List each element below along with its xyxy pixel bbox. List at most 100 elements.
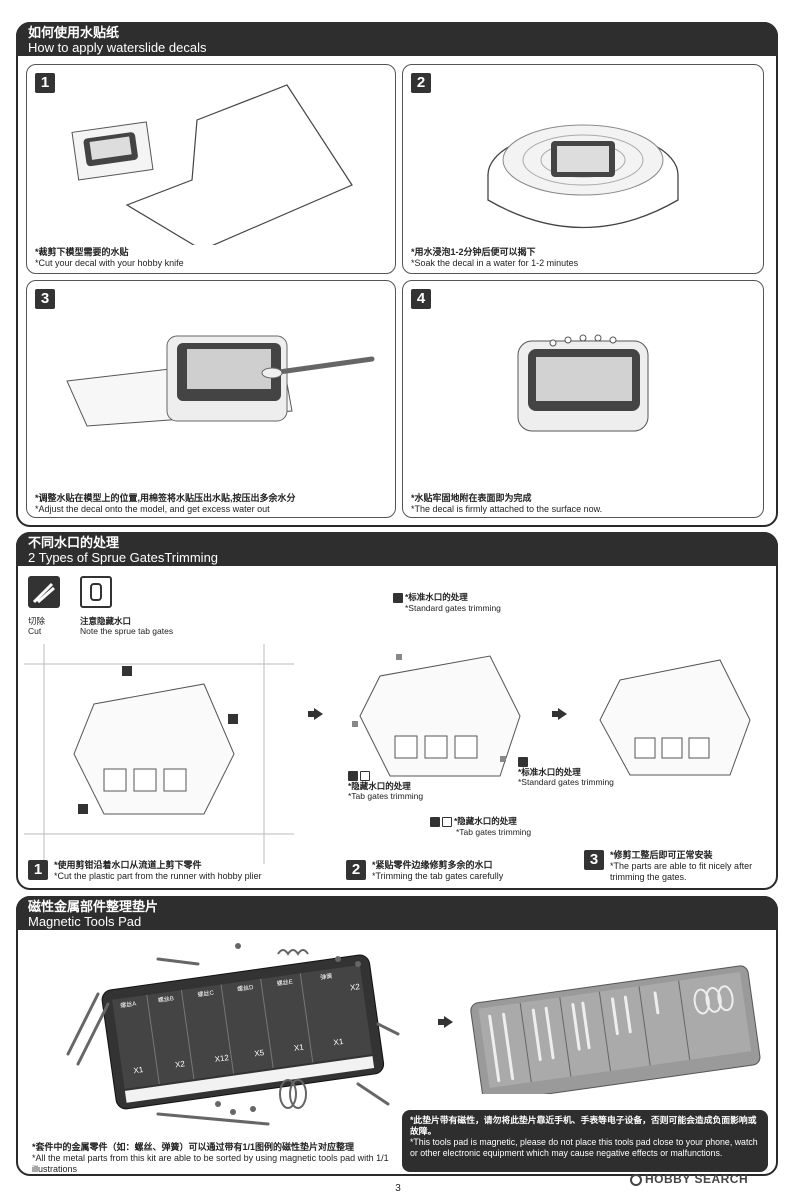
note-label-zh: 注意隐藏水口 bbox=[80, 616, 132, 626]
dashboard-finished-illustration bbox=[517, 334, 649, 432]
pad-label: X2 bbox=[174, 1059, 186, 1070]
step-number-badge: 3 bbox=[35, 289, 55, 309]
tab-zh: *隐藏水口的处理 bbox=[454, 816, 517, 826]
sorted-pad-illustration bbox=[470, 965, 761, 1094]
hobby-search-watermark: HOBBY SEARCH bbox=[630, 1172, 748, 1186]
magnetic-pad-illustration bbox=[66, 943, 400, 1126]
caption-en: *Cut your decal with your hobby knife bbox=[35, 258, 184, 268]
pad-label: X12 bbox=[214, 1053, 230, 1064]
step-number-badge: 4 bbox=[411, 289, 431, 309]
cut-mini-icon bbox=[430, 816, 440, 827]
cut-label: 切除 Cut bbox=[28, 616, 45, 636]
note-label: 注意隐藏水口 Note the sprue tab gates bbox=[80, 616, 173, 636]
caption-zh: *紧贴零件边缘修剪多余的水口 bbox=[372, 860, 493, 870]
decal-step-1-caption: *裁剪下模型需要的水贴 *Cut your decal with your ho… bbox=[35, 247, 184, 269]
water-bowl-illustration bbox=[487, 124, 679, 229]
pad-label: 螺丝E bbox=[276, 979, 294, 988]
finished-part-illustration bbox=[599, 659, 751, 776]
decals-title-en: How to apply waterslide decals bbox=[28, 40, 207, 55]
standard-gate-label-right: *标准水口的处理 *Standard gates trimming bbox=[518, 756, 614, 787]
caption-en: *All the metal parts from this kit are a… bbox=[32, 1153, 389, 1174]
standard-gate-label-top: *标准水口的处理 *Standard gates trimming bbox=[393, 592, 501, 613]
decal-step-2-caption: *用水浸泡1-2分钟后便可以揭下 *Soak the decal in a wa… bbox=[411, 247, 578, 269]
pad-label: X2 bbox=[349, 982, 361, 993]
page-number: 3 bbox=[395, 1183, 401, 1194]
step-number-badge: 2 bbox=[411, 73, 431, 93]
decal-cut-illustration bbox=[71, 84, 353, 245]
pad-label: X5 bbox=[253, 1048, 265, 1059]
step-arrow-icon bbox=[438, 1016, 453, 1028]
step-arrow-icon bbox=[552, 708, 567, 720]
pad-label: 弹簧 bbox=[320, 973, 333, 982]
cut-tool-icon bbox=[28, 576, 60, 608]
sprue-title-en: 2 Types of Sprue GatesTrimming bbox=[28, 550, 219, 565]
caption-zh: *裁剪下模型需要的水贴 bbox=[35, 247, 129, 257]
trimmed-part-illustration bbox=[352, 654, 521, 777]
decals-header: 如何使用水贴纸 How to apply waterslide decals bbox=[16, 22, 778, 56]
tab-gate-label-bottom: *隐藏水口的处理 *Tab gates trimming bbox=[430, 816, 531, 837]
pad-label: 螺丝C bbox=[197, 990, 215, 999]
sprue-step-1-caption: *使用剪钳沿着水口从流道上剪下零件 *Cut the plastic part … bbox=[54, 860, 262, 882]
cut-mini-icon bbox=[348, 770, 358, 781]
caption-zh: *修剪工整后即可正常安装 bbox=[610, 850, 713, 860]
watermark-logo-icon bbox=[630, 1173, 642, 1186]
tab-mini-icon bbox=[360, 770, 370, 781]
std-en: *Standard gates trimming bbox=[518, 776, 614, 787]
decal-step-2-panel: 2 *用水浸泡1-2分钟后便可以揭下 *Soak the decal in a … bbox=[402, 64, 764, 274]
decals-title-zh: 如何使用水贴纸 bbox=[28, 25, 120, 40]
magnetic-left-caption: *套件中的金属零件（如：螺丝、弹簧）可以通过带有1/1图例的磁性垫片对应整理 *… bbox=[32, 1142, 402, 1175]
warning-zh: *此垫片带有磁性，请勿将此垫片靠近手机、手表等电子设备，否则可能会造成负面影响或… bbox=[410, 1115, 757, 1136]
decal-step-3-panel: 3 *调整水贴在模型上的位置,用棉签将水贴压出水贴,按压出多余水分 *Adjus… bbox=[26, 280, 396, 518]
tab-en: *Tab gates trimming bbox=[348, 790, 424, 801]
decal-step-1-panel: 1 *裁剪下模型需要的水贴 *Cut your decal with your … bbox=[26, 64, 396, 274]
tab-mini-icon bbox=[442, 816, 452, 827]
pad-label: X1 bbox=[132, 1065, 144, 1076]
tab-zh: *隐藏水口的处理 bbox=[348, 780, 411, 791]
cut-mini-icon bbox=[393, 592, 403, 603]
cut-label-en: Cut bbox=[28, 626, 42, 636]
magnetic-section: 磁性金属部件整理垫片 Magnetic Tools Pad 螺丝A 螺丝B 螺丝… bbox=[16, 896, 778, 1176]
pad-label: 螺丝B bbox=[157, 996, 175, 1005]
caption-en: *Trimming the tab gates carefully bbox=[372, 871, 504, 881]
tab-gate-icon bbox=[80, 576, 112, 608]
caption-zh: *套件中的金属零件（如：螺丝、弹簧）可以通过带有1/1图例的磁性垫片对应整理 bbox=[32, 1142, 355, 1152]
step-arrow-icon bbox=[308, 708, 323, 720]
decal-step-3-caption: *调整水贴在模型上的位置,用棉签将水贴压出水贴,按压出多余水分 *Adjust … bbox=[35, 493, 296, 515]
sprue-title-zh: 不同水口的处理 bbox=[28, 535, 120, 550]
cut-label-zh: 切除 bbox=[28, 616, 46, 626]
note-label-en: Note the sprue tab gates bbox=[80, 626, 174, 636]
pad-label: 螺丝D bbox=[236, 984, 254, 994]
caption-en: *Soak the decal in a water for 1-2 minut… bbox=[411, 258, 579, 268]
sprue-step-2-caption: *紧贴零件边缘修剪多余的水口 *Trimming the tab gates c… bbox=[372, 860, 503, 882]
caption-zh: *调整水贴在模型上的位置,用棉签将水贴压出水贴,按压出多余水分 bbox=[35, 493, 296, 503]
decal-step-4-panel: 4 *水贴牢固地附在表面即为完成 *The decal is firmly at… bbox=[402, 280, 764, 518]
sprue-header: 不同水口的处理 2 Types of Sprue GatesTrimming bbox=[16, 532, 778, 566]
caption-en: *Cut the plastic part from the runner wi… bbox=[54, 871, 262, 881]
warning-en: *This tools pad is magnetic, please do n… bbox=[410, 1137, 758, 1158]
std-zh: *标准水口的处理 bbox=[518, 766, 581, 777]
step-number-badge: 2 bbox=[346, 860, 366, 880]
pad-label: X1 bbox=[293, 1042, 305, 1053]
std-en: *Standard gates trimming bbox=[405, 602, 501, 613]
std-zh: *标准水口的处理 bbox=[405, 592, 468, 602]
caption-en: *The decal is firmly attached to the sur… bbox=[411, 504, 603, 514]
cut-mini-icon bbox=[518, 756, 528, 767]
caption-en: *Adjust the decal onto the model, and ge… bbox=[35, 504, 270, 514]
caption-zh: *用水浸泡1-2分钟后便可以揭下 bbox=[411, 247, 536, 257]
sprue-section: 不同水口的处理 2 Types of Sprue GatesTrimming 切… bbox=[16, 532, 778, 890]
decal-apply-illustration bbox=[66, 335, 375, 427]
caption-en: *The parts are able to fit nicely after … bbox=[610, 861, 753, 882]
pad-label: 螺丝A bbox=[120, 1001, 137, 1010]
decals-section: 如何使用水贴纸 How to apply waterslide decals 1… bbox=[16, 22, 778, 527]
magnetic-warning-box: *此垫片带有磁性，请勿将此垫片靠近手机、手表等电子设备，否则可能会造成负面影响或… bbox=[402, 1110, 768, 1172]
tab-gate-label-left: *隐藏水口的处理 *Tab gates trimming bbox=[348, 770, 423, 801]
step-number-badge: 1 bbox=[28, 860, 48, 880]
magnetic-title-en: Magnetic Tools Pad bbox=[28, 914, 142, 929]
magnetic-title-zh: 磁性金属部件整理垫片 bbox=[28, 899, 159, 914]
part-on-runner-illustration bbox=[24, 644, 294, 864]
caption-zh: *水贴牢固地附在表面即为完成 bbox=[411, 493, 532, 503]
caption-zh: *使用剪钳沿着水口从流道上剪下零件 bbox=[54, 860, 202, 870]
tab-en: *Tab gates trimming bbox=[456, 826, 532, 837]
step-number-badge: 1 bbox=[35, 73, 55, 93]
watermark-text: HOBBY SEARCH bbox=[645, 1172, 749, 1186]
